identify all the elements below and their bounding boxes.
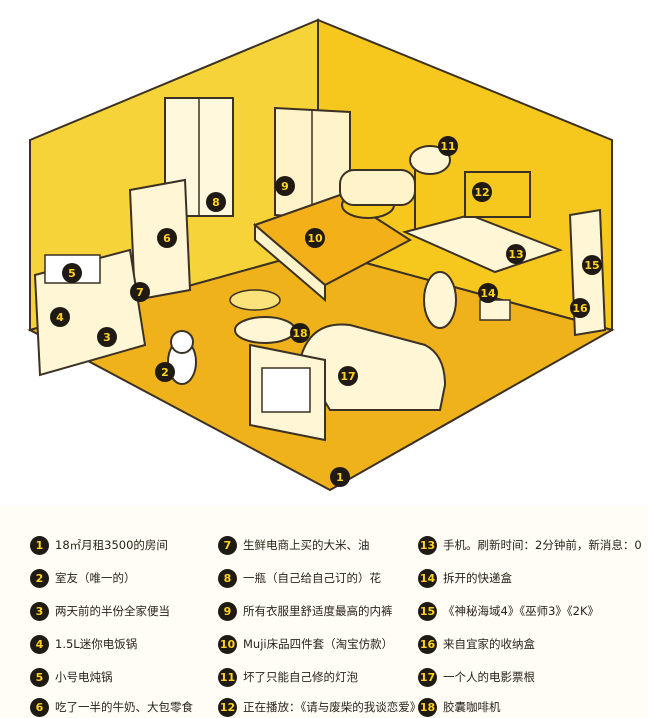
legend-number: 1 xyxy=(30,535,49,555)
legend-text: 一个人的电影票根 xyxy=(443,670,535,684)
legend-number: 15 xyxy=(418,601,437,621)
legend-number: 14 xyxy=(418,568,437,588)
legend-item-6: 6 吃了一半的牛奶、大包零食 xyxy=(30,697,193,717)
legend-item-9: 9 所有衣服里舒适度最高的内裤 xyxy=(218,601,393,621)
legend-text: 18㎡月租3500的房间 xyxy=(55,538,168,552)
legend-number: 4 xyxy=(30,634,49,654)
legend-text: 来自宜家的收纳盒 xyxy=(443,637,535,651)
legend-item-8: 8 一瓶（自己给自己订的）花 xyxy=(218,568,381,588)
legend-text: 室友（唯一的） xyxy=(55,571,136,585)
legend-number: 17 xyxy=(418,667,437,687)
legend-number: 13 xyxy=(418,535,437,555)
legend-number: 7 xyxy=(218,535,237,555)
room-illustration xyxy=(27,18,615,492)
legend-item-12: 12 正在播放：《请与废柴的我谈恋爱》 xyxy=(218,697,421,717)
bed-base xyxy=(254,222,326,303)
rug xyxy=(229,289,281,311)
marker-13: 13 xyxy=(506,244,526,264)
marker-15: 15 xyxy=(582,255,602,275)
marker-12: 12 xyxy=(472,182,492,202)
legend-number: 3 xyxy=(30,601,49,621)
legend-item-1: 1 18㎡月租3500的房间 xyxy=(30,535,168,555)
legend-number: 18 xyxy=(418,697,437,717)
legend-item-14: 14 拆开的快递盒 xyxy=(418,568,512,588)
legend-text: 所有衣服里舒适度最高的内裤 xyxy=(243,604,393,618)
legend-number: 11 xyxy=(218,667,237,687)
legend-item-3: 3 两天前的半份全家便当 xyxy=(30,601,170,621)
legend-number: 5 xyxy=(30,667,49,687)
marker-2: 2 xyxy=(155,362,175,382)
legend-text: 《神秘海域4》《巫师3》《2K》 xyxy=(443,604,599,618)
marker-6: 6 xyxy=(157,228,177,248)
marker-16: 16 xyxy=(570,298,590,318)
legend-text: 胶囊咖啡机 xyxy=(443,700,501,714)
legend-text: Muji床品四件套（淘宝仿款） xyxy=(243,637,394,651)
legend-number: 16 xyxy=(418,634,437,654)
legend-number: 2 xyxy=(30,568,49,588)
legend-item-2: 2 室友（唯一的） xyxy=(30,568,136,588)
legend-item-18: 18 胶囊咖啡机 xyxy=(418,697,501,717)
marker-5: 5 xyxy=(62,263,82,283)
legend-item-15: 15 《神秘海域4》《巫师3》《2K》 xyxy=(418,601,599,621)
marker-17: 17 xyxy=(338,366,358,386)
delivery-box xyxy=(479,299,511,321)
legend-text: 坏了只能自己修的灯泡 xyxy=(243,670,358,684)
legend-item-10: 10 Muji床品四件套（淘宝仿款） xyxy=(218,634,393,654)
legend-number: 10 xyxy=(218,634,237,654)
legend-text: 1.5L迷你电饭锅 xyxy=(55,637,138,651)
legend-text: 拆开的快递盒 xyxy=(443,571,512,585)
coffee-table xyxy=(234,316,296,344)
legend-number: 9 xyxy=(218,601,237,621)
headboard xyxy=(339,169,416,206)
legend-item-13: 13 手机。刷新时间：2分钟前，新消息：0 xyxy=(418,535,642,555)
legend-text: 小号电炖锅 xyxy=(55,670,113,684)
marker-8: 8 xyxy=(206,192,226,212)
legend-text: 一瓶（自己给自己订的）花 xyxy=(243,571,381,585)
marker-11: 11 xyxy=(438,136,458,156)
legend-text: 吃了一半的牛奶、大包零食 xyxy=(55,700,193,714)
legend-item-7: 7 生鲜电商上买的大米、油 xyxy=(218,535,370,555)
legend-number: 6 xyxy=(30,697,49,717)
marker-1: 1 xyxy=(330,467,350,487)
marker-9: 9 xyxy=(275,176,295,196)
legend-number: 12 xyxy=(218,697,237,717)
legend-item-5: 5 小号电炖锅 xyxy=(30,667,113,687)
marker-4: 4 xyxy=(50,307,70,327)
legend-text: 手机。刷新时间：2分钟前，新消息：0 xyxy=(443,538,642,552)
marker-14: 14 xyxy=(478,283,498,303)
legend-text: 生鲜电商上买的大米、油 xyxy=(243,538,370,552)
legend-item-11: 11 坏了只能自己修的灯泡 xyxy=(218,667,358,687)
legend-number: 8 xyxy=(218,568,237,588)
sofa xyxy=(298,323,447,411)
legend-item-16: 16 来自宜家的收纳盒 xyxy=(418,634,535,654)
legend-item-4: 4 1.5L迷你电饭锅 xyxy=(30,634,137,654)
legend-text: 两天前的半份全家便当 xyxy=(55,604,170,618)
legend-text: 正在播放：《请与废柴的我谈恋爱》 xyxy=(243,700,422,714)
marker-10: 10 xyxy=(305,228,325,248)
chair xyxy=(423,271,457,329)
legend-item-17: 17 一个人的电影票根 xyxy=(418,667,535,687)
marker-7: 7 xyxy=(130,282,150,302)
marker-18: 18 xyxy=(290,323,310,343)
marker-3: 3 xyxy=(97,327,117,347)
legend: 1 18㎡月租3500的房间 2 室友（唯一的） 3 两天前的半份全家便当 4 1.5L… xyxy=(0,505,648,718)
